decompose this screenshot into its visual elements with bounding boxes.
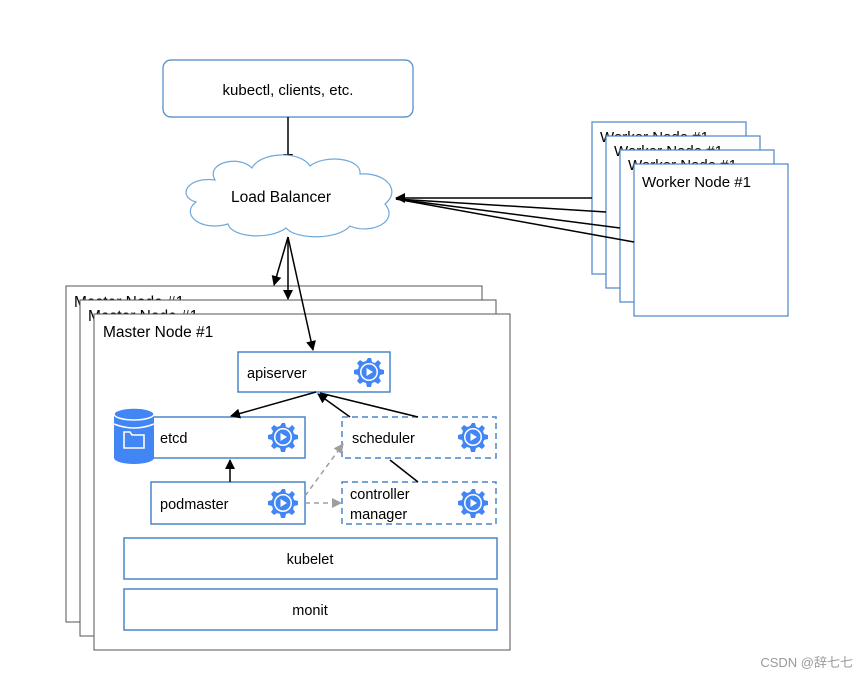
etcd-label: etcd (160, 431, 187, 447)
clients-label: kubectl, clients, etc. (223, 82, 354, 99)
worker-node-stack: Worker Node #1 Worker Node #1 Worker Nod… (591, 121, 789, 317)
apiserver-box: apiserver (237, 351, 391, 393)
monit-label: monit (292, 603, 327, 619)
apiserver-label: apiserver (247, 366, 307, 382)
clients-box: kubectl, clients, etc. (162, 59, 414, 118)
component-arrows (225, 391, 419, 508)
controller-manager-box: controller manager (341, 481, 497, 525)
load-balancer-label: Load Balancer (231, 189, 331, 206)
controller-manager-label-2: manager (350, 507, 407, 523)
arrows-workers-to-lb (395, 193, 635, 243)
watermark: CSDN @辞七七 (760, 655, 853, 670)
monit-box: monit (123, 588, 498, 631)
kubelet-box: kubelet (123, 537, 498, 580)
etcd-box: etcd (113, 407, 306, 464)
controller-manager-label-1: controller (350, 487, 410, 503)
kubelet-label: kubelet (287, 552, 334, 568)
podmaster-label: podmaster (160, 497, 229, 513)
worker-node-label-1: Worker Node #1 (642, 174, 751, 191)
scheduler-box: scheduler (341, 416, 497, 459)
scheduler-label: scheduler (352, 431, 415, 447)
podmaster-box: podmaster (150, 481, 306, 525)
master-node-label-1: Master Node #1 (103, 324, 213, 341)
arrows-lb-to-masters (271, 236, 316, 351)
load-balancer-cloud: Load Balancer (185, 154, 393, 238)
database-folder-icon (113, 407, 155, 464)
